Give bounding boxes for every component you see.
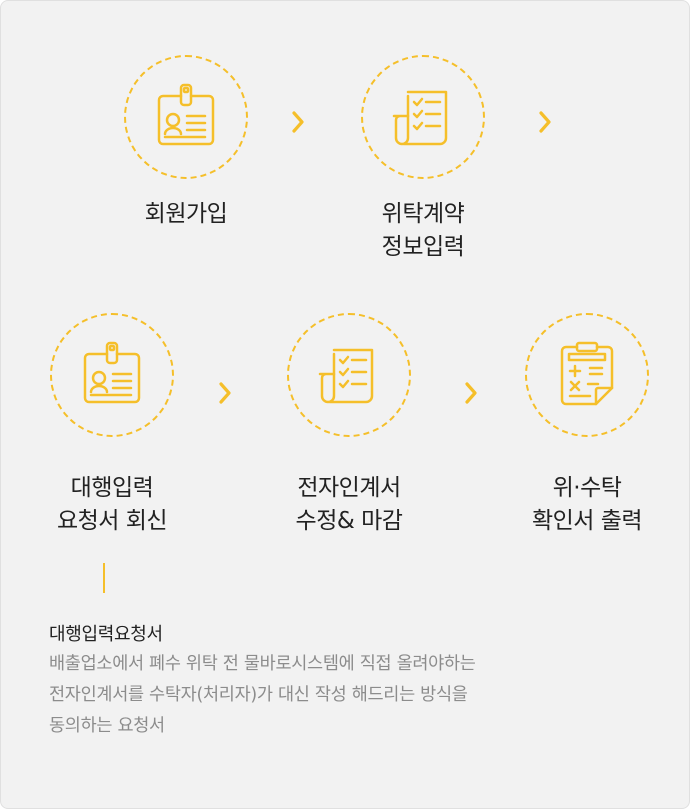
step-5-label: 위·수탁 확인서 출력 bbox=[531, 475, 643, 534]
step-2-label: 위탁계약 정보입력 bbox=[381, 201, 465, 260]
note-line: 동의하는 요청서 bbox=[49, 716, 165, 736]
note-line: 배출업소에서 폐수 위탁 전 물바로시스템에 직접 올려야하는 bbox=[49, 654, 476, 674]
id-badge-icon bbox=[157, 83, 215, 146]
checklist-document-icon bbox=[318, 348, 374, 404]
step-3-badge bbox=[50, 313, 174, 437]
step-4-label: 전자인계서 수정& 마감 bbox=[295, 475, 403, 534]
step-3-label: 대행입력 요청서 회신 bbox=[56, 475, 168, 534]
clipboard-calculator-icon bbox=[560, 341, 614, 406]
note-line: 전자인계서를 수탁자(처리자)가 대신 작성 해드리는 방식을 bbox=[49, 685, 468, 705]
step-5-badge bbox=[525, 313, 649, 437]
note-connector-line bbox=[103, 563, 105, 593]
note-body: 배출업소에서 폐수 위탁 전 물바로시스템에 직접 올려야하는 전자인계서를 수… bbox=[49, 649, 649, 742]
step-1-badge bbox=[124, 55, 248, 179]
note-title: 대행입력요청서 bbox=[49, 624, 163, 645]
step-4-badge bbox=[287, 313, 411, 437]
chevron-right-icon bbox=[461, 378, 481, 408]
id-badge-icon bbox=[83, 341, 141, 404]
step-1-label: 회원가입 bbox=[144, 201, 228, 227]
chevron-right-icon bbox=[215, 378, 235, 408]
checklist-document-icon bbox=[392, 90, 448, 146]
chevron-right-icon bbox=[288, 107, 308, 137]
chevron-right-icon bbox=[535, 107, 555, 137]
step-2-badge bbox=[361, 55, 485, 179]
